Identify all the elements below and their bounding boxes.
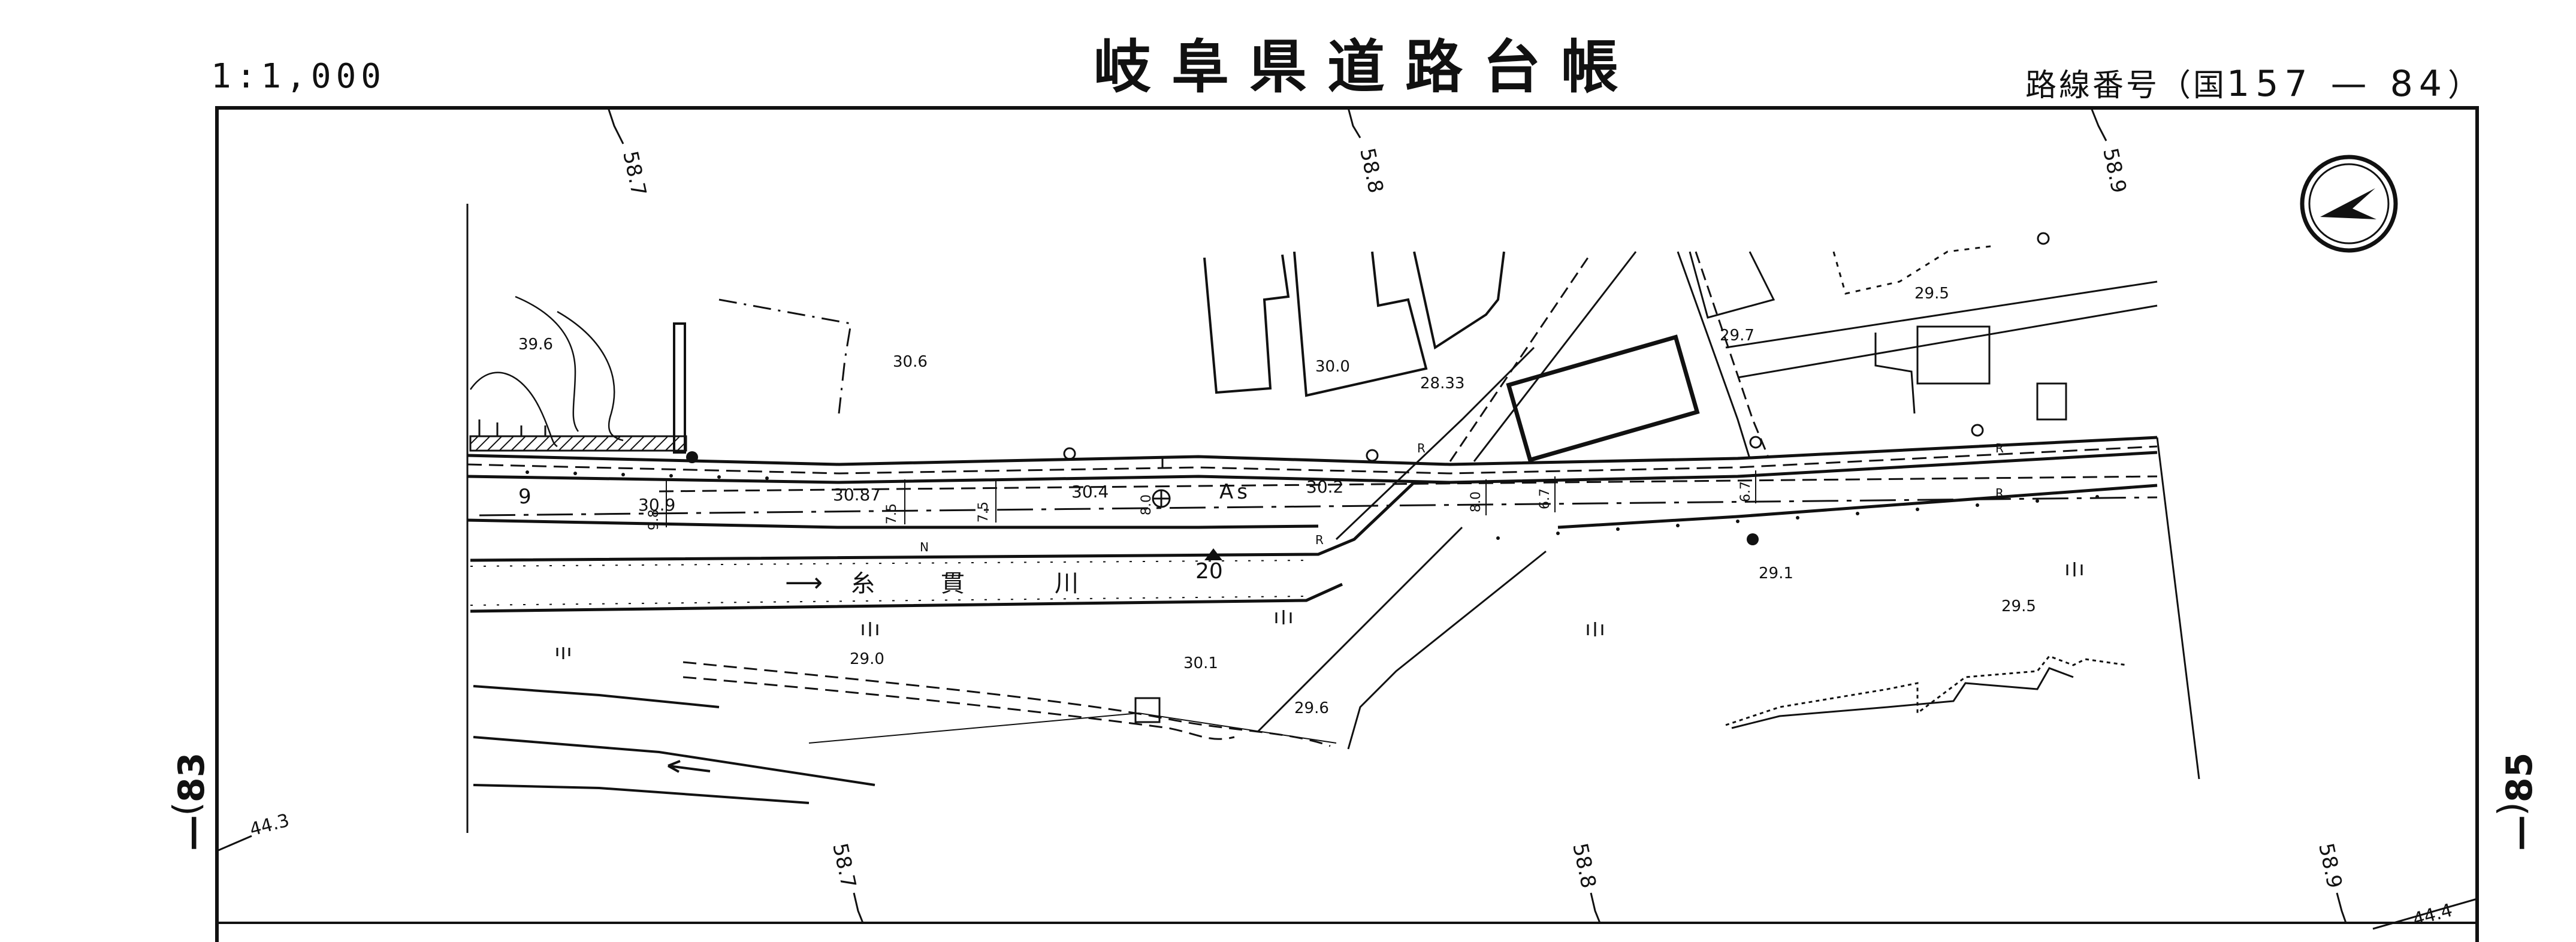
river-name-char-1: 糸 — [851, 570, 875, 597]
manhole-icons — [686, 451, 1759, 545]
spot-height-13: 29.6 — [1294, 699, 1329, 717]
wall-structure — [673, 322, 686, 454]
spot-height-9: 30.4 — [1071, 482, 1109, 502]
contours — [469, 295, 624, 448]
spot-height-10: 30.2 — [1306, 477, 1343, 497]
building-outline-se-2 — [1731, 667, 2074, 729]
plots-east — [1689, 251, 2200, 780]
map-scale: 1:1,000 — [211, 57, 386, 96]
north-arrow-icon — [2300, 155, 2398, 253]
spot-height-15: 29.5 — [2001, 597, 2036, 615]
grid-label-top-3: 58.9 — [2098, 146, 2131, 195]
marker-n-1: N — [920, 540, 929, 554]
road-south — [473, 685, 875, 804]
pavement-surface-label: As — [1219, 480, 1251, 504]
spot-height-2: 30.6 — [893, 353, 928, 371]
large-building — [1506, 334, 1700, 463]
road-edges — [467, 436, 2158, 529]
width-label-5: 8.0 — [1469, 491, 1484, 512]
route-number: 157 — 84 — [2227, 63, 2448, 105]
route-suffix: ） — [2448, 68, 2482, 104]
spot-height-4: 28.33 — [1420, 375, 1464, 393]
grid-ticks-top — [607, 107, 2107, 144]
width-label-4: 8.0 — [1139, 494, 1154, 515]
drainage-lines — [682, 661, 1331, 747]
spot-height-7: 30.9 — [638, 495, 675, 515]
traffic-direction-arrow-icon — [668, 760, 711, 773]
grid-label-bottom-2: 58.8 — [1568, 841, 1600, 890]
river-bank-ticks — [470, 560, 1313, 606]
grid-label-bottom-1: 58.7 — [828, 841, 860, 890]
vegetation-marks — [556, 458, 2083, 659]
spot-height-14: 29.1 — [1759, 564, 1793, 582]
river-name-char-3: 川 — [1055, 570, 1079, 597]
embankment-hatch — [469, 435, 687, 452]
embankment-ticks — [478, 419, 546, 436]
spot-height-6: 29.5 — [1914, 285, 1949, 303]
utility-pole-icons — [1063, 232, 2050, 462]
spot-height-8: 30.87 — [833, 485, 881, 505]
river-flow-arrow-icon: ⟶ — [785, 567, 823, 598]
building-outline-se — [1725, 655, 2128, 726]
curb-dots — [526, 470, 2099, 540]
km-post-marker-icon — [1204, 548, 1222, 560]
width-label-2: 7.5 — [884, 503, 899, 524]
grid-label-right: 44.4 — [2411, 900, 2455, 931]
grid-label-top-1: 58.7 — [618, 149, 651, 198]
fence-line — [808, 712, 1337, 744]
width-label-3: 7.5 — [976, 502, 991, 523]
grid-label-bottom-3: 58.9 — [2314, 841, 2347, 890]
grid-label-top-2: 58.8 — [1355, 146, 1388, 195]
spot-height-11: 29.0 — [850, 650, 884, 668]
marker-r-4: R — [1995, 486, 2004, 500]
buildings-north — [1203, 251, 1505, 397]
width-label-7: 6.7 — [1738, 481, 1753, 502]
map-frame — [215, 106, 2479, 942]
width-label-1: 9.8 — [647, 509, 662, 530]
marker-r-2: R — [1315, 533, 1324, 547]
fence-ne — [1832, 244, 1996, 295]
grid-ticks-bottom — [853, 892, 2347, 923]
route-prefix: 路線番号（国 — [2025, 68, 2227, 104]
side-road — [1257, 251, 1769, 750]
spot-height-5: 29.7 — [1720, 327, 1754, 345]
spot-height-1: 39.6 — [518, 336, 553, 354]
marker-r-3: R — [1995, 441, 2004, 455]
route-number-on-map: 9 — [518, 485, 531, 509]
width-label-6: 6.7 — [1538, 488, 1553, 509]
spot-height-12: 30.1 — [1183, 654, 1218, 672]
spot-height-3: 30.0 — [1315, 358, 1350, 376]
marker-r-1: R — [1417, 441, 1426, 455]
road-centerline — [479, 496, 2158, 517]
river-channel — [470, 481, 1415, 613]
route-number-label: 路線番号（国157 — 84） — [2025, 66, 2481, 102]
grid-label-left: 44.3 — [247, 810, 292, 841]
river-name-char-2: 貫 — [941, 570, 965, 597]
dimension-ticks — [666, 470, 1756, 527]
property-boundary — [718, 298, 852, 414]
map-title: 岐阜県道路台帳 — [1094, 34, 1639, 101]
culvert-box — [1134, 697, 1161, 723]
km-post-label: 20 — [1195, 559, 1223, 584]
